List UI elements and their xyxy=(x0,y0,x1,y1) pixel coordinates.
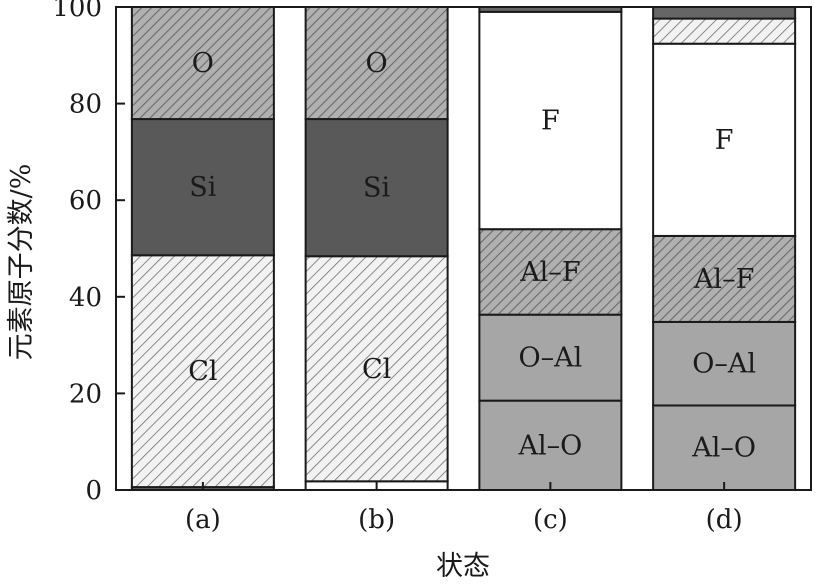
bars-group: Cl Si O Cl Si O Al–O O–Al Al–F F Al–O O–Al Al–F F xyxy=(130,6,797,492)
segment-label: Si xyxy=(189,172,216,203)
bar-segment-al-f xyxy=(652,234,797,323)
y-tick-label: 100 xyxy=(52,0,102,23)
bar-segment-unlabeled xyxy=(478,6,623,13)
bar-segment-o xyxy=(304,6,449,121)
y-tick-label: 20 xyxy=(69,379,102,409)
segment-label: Si xyxy=(363,173,390,204)
bar-segment-f xyxy=(652,42,797,237)
bar-4: Al–O O–Al Al–F F xyxy=(652,6,797,492)
bar-segment-cl xyxy=(130,254,275,489)
segment-label: Al–F xyxy=(519,257,580,288)
segment-label: Cl xyxy=(188,356,217,387)
bar-segment-al-f xyxy=(478,228,623,316)
segment-label: Al–F xyxy=(693,264,754,295)
segment-label: F xyxy=(715,125,734,156)
bar-segment-unlabeled xyxy=(652,17,797,45)
bar-segment-o xyxy=(130,6,275,121)
y-axis-title: 元素原子分数/% xyxy=(6,164,37,361)
bar-segment-si xyxy=(304,118,449,258)
x-tick-label: (c) xyxy=(533,505,568,535)
bar-segment-cl xyxy=(304,255,449,483)
segment-label: O–Al xyxy=(692,349,756,380)
x-axis: (a) (b) (c) (d) xyxy=(185,482,743,535)
y-tick-label: 0 xyxy=(85,476,102,506)
bar-1: Cl Si O xyxy=(130,6,275,491)
bar-segment-al-o xyxy=(478,399,623,491)
bar-segment-f xyxy=(478,10,623,231)
bar-segment-unlabeled xyxy=(652,6,797,20)
segment-label: O xyxy=(366,48,388,79)
y-tick-label: 40 xyxy=(69,283,102,313)
x-tick-label: (b) xyxy=(358,505,395,535)
segment-label: O xyxy=(192,48,214,79)
segment-label: O–Al xyxy=(518,343,582,374)
segment-label: F xyxy=(541,106,560,137)
segment-label: Cl xyxy=(362,354,391,385)
plot-frame xyxy=(115,6,812,491)
y-tick-label: 80 xyxy=(69,90,102,120)
x-axis-title: 状态 xyxy=(436,551,490,582)
y-axis: 0 20 40 60 80 100 xyxy=(52,0,125,506)
x-tick-label: (a) xyxy=(185,505,221,535)
bar-3: Al–O O–Al Al–F F xyxy=(478,6,623,491)
bar-2: Cl Si O xyxy=(304,6,449,491)
segment-label: Al–O xyxy=(517,430,582,461)
y-tick-label: 60 xyxy=(69,186,102,216)
segment-label: Al–O xyxy=(691,433,756,464)
x-tick-label: (d) xyxy=(706,505,743,535)
plot-area xyxy=(115,6,812,491)
